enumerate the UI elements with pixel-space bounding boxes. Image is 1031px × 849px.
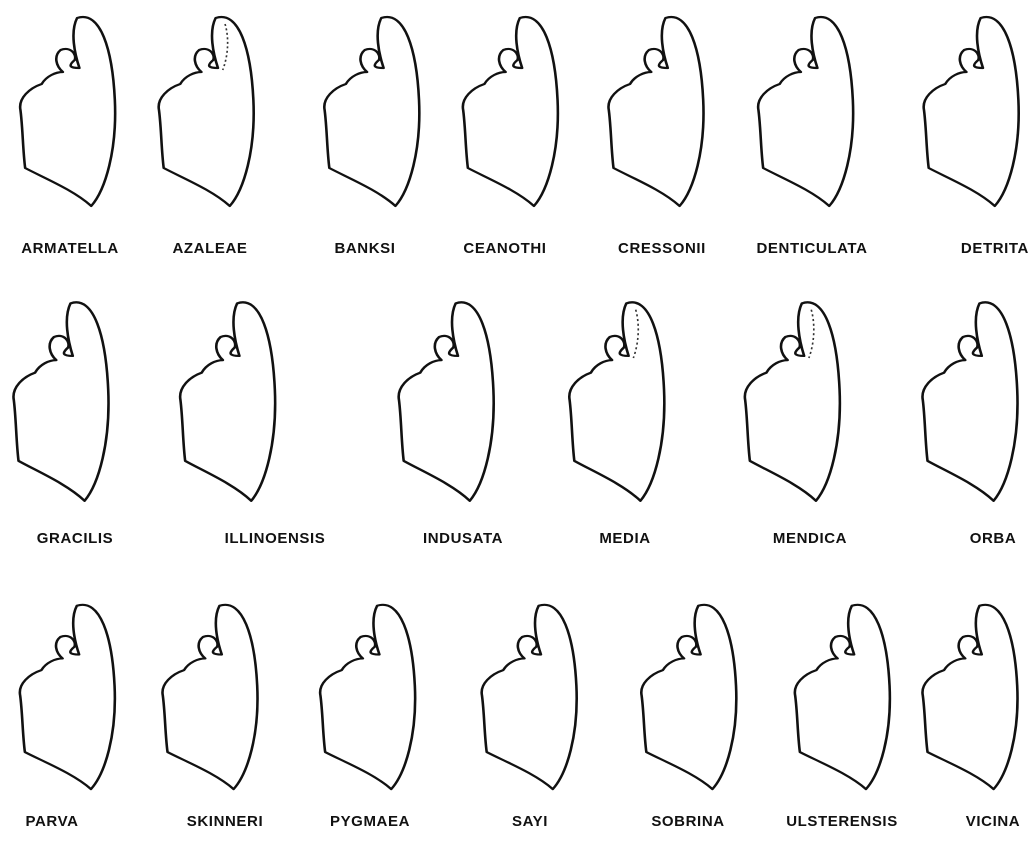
specimen-outline — [2, 295, 120, 505]
valve-outline-path — [162, 605, 257, 789]
specimen-outline — [314, 10, 432, 210]
inner-ridge-detail — [809, 310, 814, 358]
specimen-label: BANKSI — [334, 240, 395, 257]
valve-outline-path — [482, 605, 577, 789]
specimen-outline — [631, 598, 749, 793]
valve-outline-path — [324, 17, 419, 206]
specimen-label: AZALEAE — [172, 240, 247, 257]
specimen-outline — [151, 598, 269, 793]
specimen-label: GRACILIS — [37, 530, 113, 547]
specimen-outline — [171, 295, 289, 505]
specimen-label: CEANOTHI — [463, 240, 546, 257]
valve-outline-path — [924, 17, 1019, 206]
inner-ridge-detail — [633, 310, 638, 358]
valve-outline-path — [180, 302, 275, 500]
specimen-label: VICINA — [966, 813, 1020, 830]
specimen-label: INDUSATA — [423, 530, 503, 547]
valve-outline-path — [758, 17, 853, 206]
valve-outline-path — [608, 17, 703, 206]
specimen-outline — [597, 10, 715, 210]
inner-ridge-detail — [223, 24, 228, 70]
specimen-outline — [6, 598, 124, 793]
valve-outline-path — [569, 302, 664, 500]
specimen-label: SKINNERI — [187, 813, 263, 830]
specimen-outline — [386, 295, 504, 505]
specimen-outline — [449, 10, 567, 210]
specimen-outline — [911, 598, 1029, 793]
specimen-outline — [146, 10, 264, 210]
valve-outline-path — [641, 605, 736, 789]
valve-outline-path — [795, 605, 890, 789]
valve-outline-path — [20, 605, 115, 789]
specimen-label: ILLINOENSIS — [225, 530, 326, 547]
specimen-label: MENDICA — [773, 530, 847, 547]
valve-outline-path — [13, 302, 108, 500]
specimen-label: MEDIA — [599, 530, 650, 547]
specimen-outline — [911, 295, 1029, 505]
specimen-outline — [749, 10, 867, 210]
specimen-label: ULSTERENSIS — [786, 813, 898, 830]
specimen-label: SAYI — [512, 813, 548, 830]
specimen-outline — [911, 10, 1029, 210]
specimen-label: ARMATELLA — [21, 240, 119, 257]
specimen-label: PARVA — [25, 813, 78, 830]
valve-outline-path — [159, 17, 254, 206]
specimen-outline — [559, 295, 677, 505]
valve-outline-path — [922, 302, 1017, 500]
specimen-outline — [781, 598, 899, 793]
specimen-label: DENTICULATA — [756, 240, 867, 257]
specimen-outline — [469, 598, 587, 793]
specimen-label: SOBRINA — [651, 813, 724, 830]
specimen-label: DETRITA — [961, 240, 1029, 257]
specimen-label: PYGMAEA — [330, 813, 410, 830]
valve-outline-path — [745, 302, 840, 500]
valve-outline-path — [399, 302, 494, 500]
valve-outline-path — [320, 605, 415, 789]
specimen-outline — [311, 598, 429, 793]
specimen-outline — [11, 10, 129, 210]
valve-outline-path — [20, 17, 115, 206]
valve-outline-path — [463, 17, 558, 206]
specimen-outline — [731, 295, 849, 505]
specimen-label: CRESSONII — [618, 240, 706, 257]
specimen-label: ORBA — [970, 530, 1017, 547]
valve-outline-path — [922, 605, 1017, 789]
